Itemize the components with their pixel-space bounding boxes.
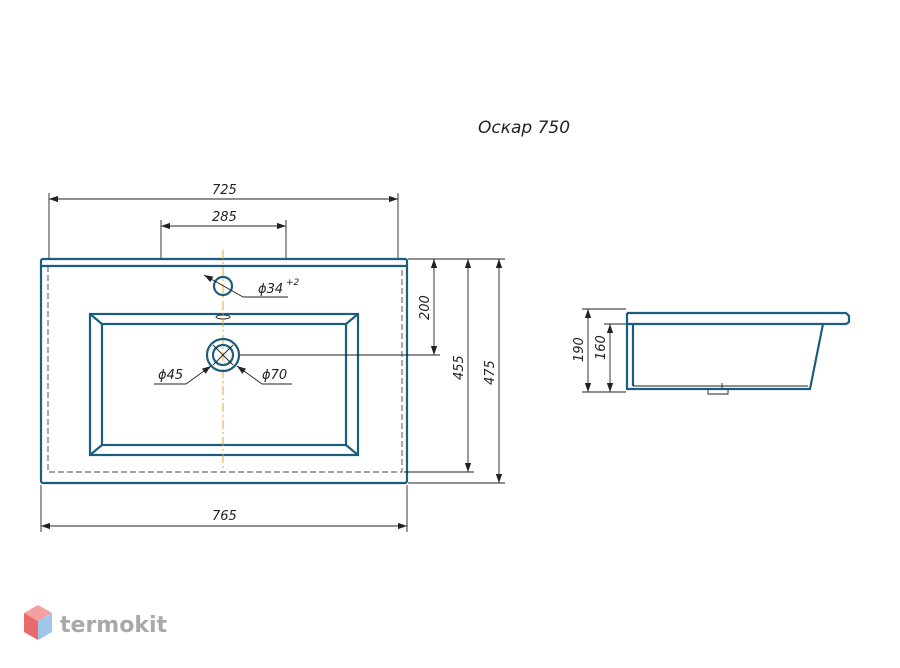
drain-cross-b [212,344,234,366]
dim-200-label: 200 [418,295,433,320]
dim-190-label: 190 [572,337,587,362]
dim-160-label: 160 [594,335,609,360]
side-drain-stub [707,389,729,395]
side-view: 190 160 [572,308,851,395]
top-view: ϕ34 +2 ϕ45 ϕ70 725 285 765 200 [39,183,505,532]
cube-logo-icon [24,605,52,640]
drawing-title: Оскар 750 [478,118,570,138]
side-body [625,313,825,391]
brand-name: termokit [60,613,167,638]
faucet-hole-leader [203,274,244,298]
faucet-hole-tolerance: +2 [286,278,300,288]
bowl-bevel-bl [89,444,103,456]
drain-outer-label: ϕ70 [262,368,287,383]
dim-475-label: 475 [483,360,498,385]
basin-outer-outline [39,257,409,485]
drain-outer-leader [236,365,263,385]
bowl-bevel-tl [89,313,103,325]
faucet-hole [212,275,234,297]
drain-inner-label: ϕ45 [158,368,183,383]
bowl-inner-outline [100,322,348,447]
drain-inner-leader [185,365,212,385]
faucet-hole-label: ϕ34 [258,282,283,297]
bowl-rim-outline [88,312,360,457]
dim-285-label: 285 [212,210,237,225]
side-countertop [627,311,851,326]
dim-725-label: 725 [212,183,237,198]
drain-outer-ring [205,337,241,373]
drain-inner-ring [211,343,235,367]
brand-logo: termokit [24,605,167,640]
dim-765-label: 765 [212,509,237,524]
bowl-bevel-br [345,444,359,456]
cabinet-hidden-outline [47,266,403,473]
dim-455-label: 455 [452,355,467,380]
bowl-bevel-tr [345,313,359,325]
